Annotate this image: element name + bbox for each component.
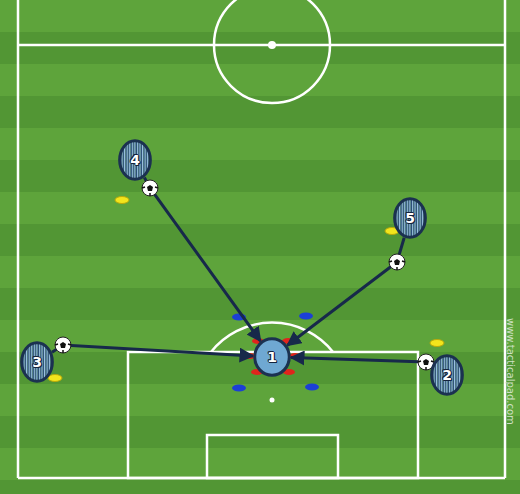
ball	[142, 180, 158, 196]
player-number: 4	[130, 153, 140, 167]
player-marker: 5	[394, 198, 426, 238]
ball	[389, 254, 405, 270]
ball	[55, 337, 71, 353]
player-marker: 2	[431, 355, 463, 395]
player-number: 2	[442, 368, 452, 382]
pass-arrow	[287, 238, 404, 346]
player-marker: 1	[254, 338, 290, 376]
player-number: 3	[32, 355, 42, 369]
player-number: 5	[405, 211, 415, 225]
player-number: 1	[267, 350, 277, 364]
pass-arrow	[144, 178, 260, 342]
watermark: www.tacticalpad.com	[505, 318, 516, 425]
player-marker: 4	[119, 140, 151, 180]
pass-arrow	[52, 345, 253, 356]
player-marker: 3	[21, 342, 53, 382]
pass-arrow	[291, 358, 432, 366]
cones	[48, 197, 444, 392]
